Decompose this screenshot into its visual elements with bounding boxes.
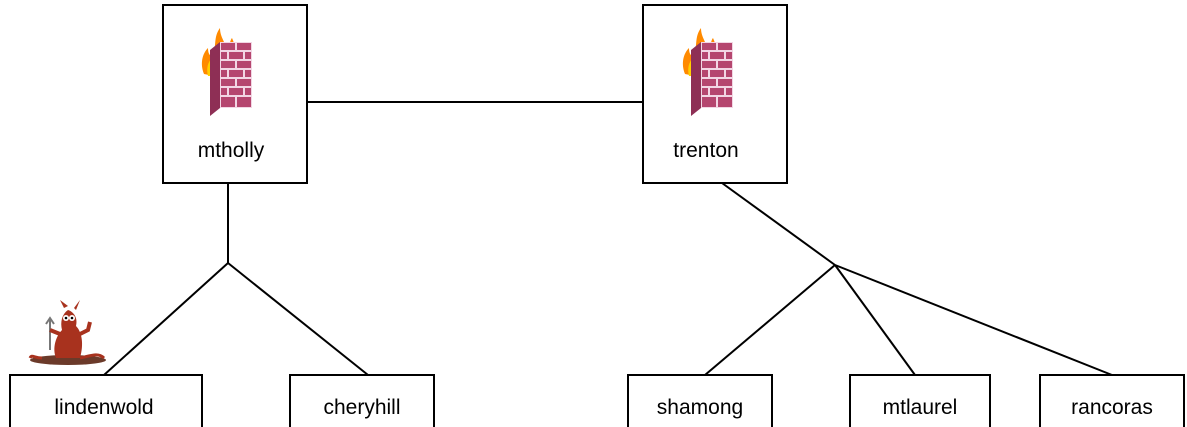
node-shamong[interactable]: shamong [627, 374, 773, 427]
node-label: shamong [657, 396, 743, 419]
node-rancoras[interactable]: rancoras [1039, 374, 1185, 427]
bsd-daemon-icon [28, 300, 106, 365]
node-label: trenton [673, 139, 738, 162]
link-hub-rancoras [834, 264, 1113, 376]
node-label: rancoras [1071, 396, 1153, 419]
link-hub-cheryhill [227, 262, 369, 376]
node-label: cheryhill [323, 396, 400, 419]
node-cheryhill[interactable]: cheryhill [289, 374, 435, 427]
node-mtlaurel[interactable]: mtlaurel [849, 374, 991, 427]
link-trenton-hub [721, 182, 836, 266]
node-trenton[interactable]: trenton [642, 4, 788, 184]
node-mtholly[interactable]: mtholly [162, 4, 308, 184]
node-label: mtlaurel [883, 396, 958, 419]
connection-lines [103, 101, 1113, 376]
node-lindenwold[interactable]: lindenwold [9, 374, 203, 427]
node-label: lindenwold [54, 396, 153, 419]
node-label: mtholly [198, 139, 265, 162]
link-hub-lindenwold [103, 262, 229, 376]
link-hub-shamong [704, 264, 836, 376]
link-hub-mtlaurel [834, 264, 916, 376]
